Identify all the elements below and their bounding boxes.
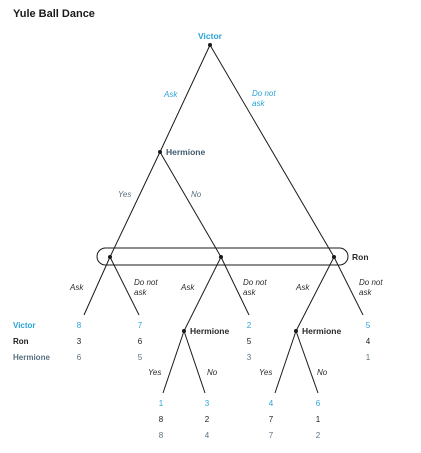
- payoff-upper-3-hermione: 3: [247, 353, 252, 362]
- edge-label-ron2-ask: Ask: [180, 283, 195, 292]
- player-label-ron: Ron: [352, 252, 369, 262]
- edge-hermione3-yes: [274, 330, 297, 394]
- node-ron-right: [332, 255, 336, 259]
- payoff-upper-1-ron: 3: [77, 337, 82, 346]
- payoff-lower-1-hermione: 8: [159, 431, 164, 440]
- edge-label-hermione2-yes: Yes: [148, 368, 161, 377]
- edge-label-hermione2-no: No: [207, 368, 218, 377]
- node-ron-middle: [219, 255, 223, 259]
- edge-ron2-ask: [183, 256, 222, 332]
- edge-label-victor-do-not-1: Do not: [252, 89, 276, 98]
- edge-label-hermione-yes: Yes: [118, 190, 131, 199]
- player-label-hermione: Hermione: [166, 147, 205, 157]
- diagram-title: Yule Ball Dance: [13, 8, 95, 20]
- edge-label-hermione3-yes: Yes: [259, 368, 272, 377]
- payoff-upper-3-victor: 2: [247, 321, 252, 330]
- edge-label-ron1-ask: Ask: [69, 283, 84, 292]
- payoff-upper-1-victor: 8: [77, 321, 82, 330]
- row-label-ron: Ron: [13, 337, 29, 346]
- payoff-upper-2-victor: 7: [138, 321, 143, 330]
- edge-label-victor-do-not-2: ask: [252, 99, 265, 108]
- edge-ron3-ask: [295, 256, 335, 332]
- node-hermione-lower-left: [182, 329, 186, 333]
- edge-hermione3-no: [295, 330, 319, 394]
- payoff-lower-2-ron: 2: [205, 415, 210, 424]
- edge-label-hermione-no: No: [191, 190, 202, 199]
- ron-information-set: [96, 247, 349, 266]
- edge-hermione-yes: [109, 151, 161, 258]
- player-label-hermione-lower-right: Hermione: [302, 326, 341, 336]
- edge-label-ron3-ask: Ask: [295, 283, 310, 292]
- edge-label-ron3-do-not-1: Do not: [359, 278, 383, 287]
- edge-hermione2-no: [183, 330, 206, 394]
- node-hermione: [158, 150, 162, 154]
- payoff-upper-2-hermione: 5: [138, 353, 143, 362]
- payoff-upper-3-ron: 5: [247, 337, 252, 346]
- payoff-lower-4-ron: 1: [316, 415, 321, 424]
- edge-ron1-ask: [83, 256, 111, 316]
- edge-victor-ask: [159, 44, 211, 153]
- payoff-lower-3-hermione: 7: [269, 431, 274, 440]
- row-label-victor: Victor: [13, 321, 36, 330]
- edge-ron3-do-not-ask: [333, 256, 364, 316]
- payoff-upper-2-ron: 6: [138, 337, 143, 346]
- edge-label-hermione3-no: No: [317, 368, 328, 377]
- player-label-victor: Victor: [198, 31, 223, 41]
- payoff-upper-4-hermione: 1: [366, 353, 371, 362]
- edge-ron2-do-not-ask: [220, 256, 250, 316]
- edge-hermione-no: [159, 151, 222, 258]
- node-victor: [208, 43, 212, 47]
- node-hermione-lower-right: [294, 329, 298, 333]
- row-label-hermione: Hermione: [13, 353, 50, 362]
- edge-label-ron2-do-not-2: ask: [243, 288, 256, 297]
- payoff-lower-2-victor: 3: [205, 399, 210, 408]
- edge-label-ron2-do-not-1: Do not: [243, 278, 267, 287]
- payoff-lower-2-hermione: 4: [205, 431, 210, 440]
- node-ron-left: [108, 255, 112, 259]
- payoff-upper-4-victor: 5: [366, 321, 371, 330]
- edge-label-ron1-do-not-2: ask: [134, 288, 147, 297]
- payoff-lower-1-victor: 1: [159, 399, 164, 408]
- edge-ron1-do-not-ask: [109, 256, 140, 316]
- edge-label-ron3-do-not-2: ask: [359, 288, 372, 297]
- edge-hermione2-yes: [162, 330, 185, 394]
- payoff-lower-4-victor: 6: [316, 399, 321, 408]
- payoff-lower-3-ron: 7: [269, 415, 274, 424]
- edge-label-victor-ask: Ask: [163, 90, 178, 99]
- payoff-lower-4-hermione: 2: [316, 431, 321, 440]
- edge-victor-do-not-ask: [209, 44, 335, 258]
- payoff-lower-1-ron: 8: [159, 415, 164, 424]
- player-label-hermione-lower-left: Hermione: [190, 326, 229, 336]
- payoff-upper-1-hermione: 6: [77, 353, 82, 362]
- edge-label-ron1-do-not-1: Do not: [134, 278, 158, 287]
- payoff-lower-3-victor: 4: [269, 399, 274, 408]
- payoff-upper-4-ron: 4: [366, 337, 371, 346]
